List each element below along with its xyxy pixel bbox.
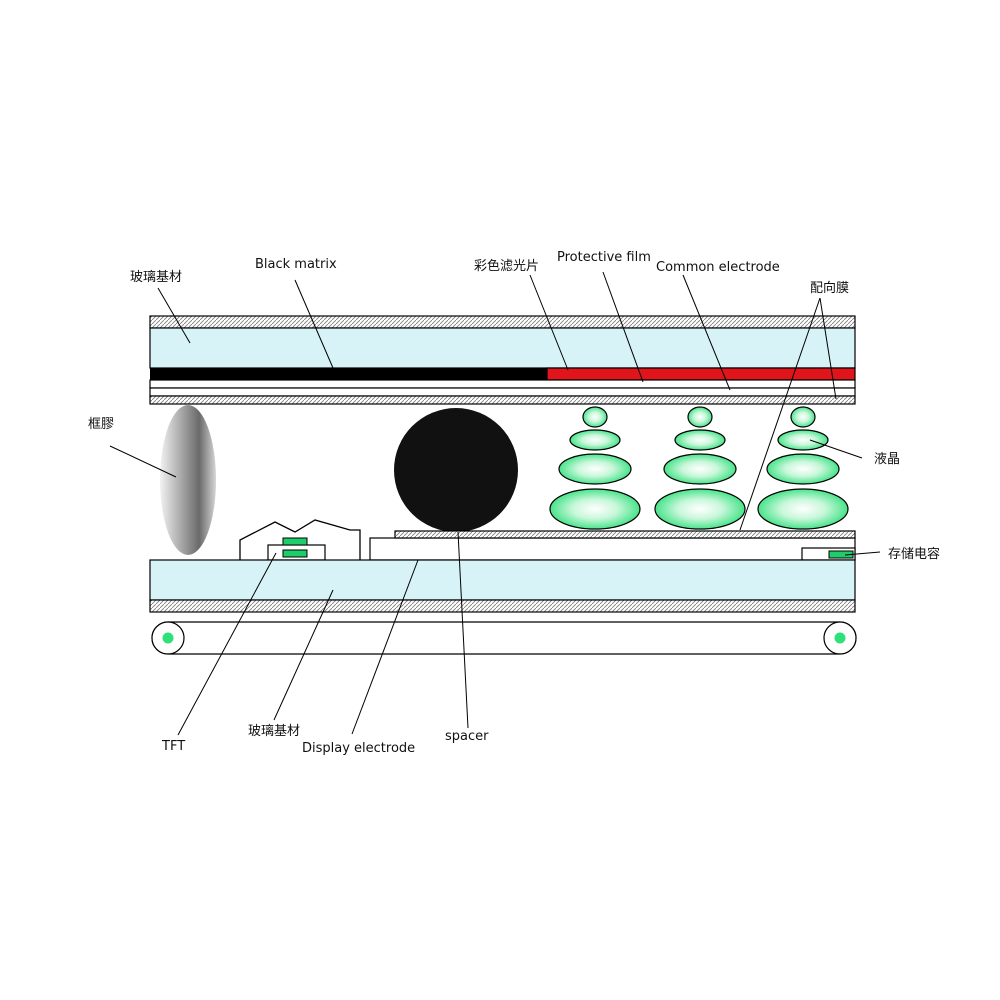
leader-lines bbox=[109, 271, 881, 736]
spacer-ball bbox=[394, 408, 518, 532]
bottom-glass-substrate bbox=[149, 559, 856, 601]
backlight-lamp-right bbox=[834, 632, 846, 644]
label-protective-film: Protective film bbox=[557, 250, 651, 265]
display-electrode-layer bbox=[369, 537, 856, 561]
label-display-electrode: Display electrode bbox=[302, 741, 415, 756]
label-glass-substrate-top: 玻璃基材 bbox=[130, 270, 182, 285]
common-electrode-layer bbox=[149, 387, 856, 397]
liquid-crystal-stack-3 bbox=[757, 406, 849, 530]
bottom-polarizer-hatch bbox=[149, 599, 856, 613]
top-substrate bbox=[149, 315, 856, 405]
top-alignment-film bbox=[149, 395, 856, 405]
top-glass-substrate bbox=[149, 327, 856, 369]
liquid-crystal-stack-1 bbox=[549, 406, 641, 530]
tft-element-bottom bbox=[282, 549, 308, 558]
top-polarizer-hatch bbox=[149, 315, 856, 329]
label-storage-capacitor: 存储电容 bbox=[888, 546, 940, 562]
label-black-matrix: Black matrix bbox=[255, 257, 337, 272]
bottom-alignment-film bbox=[394, 530, 856, 539]
protective-film-layer bbox=[149, 379, 856, 389]
backlight-lamp-left bbox=[162, 632, 174, 644]
bottom-substrate bbox=[149, 559, 856, 613]
label-color-filter: 彩色滤光片 bbox=[474, 258, 539, 274]
label-liquid-crystal: 液晶 bbox=[874, 452, 900, 467]
label-glass-substrate-bottom: 玻璃基材 bbox=[248, 724, 300, 739]
backlight-belt bbox=[151, 621, 857, 655]
label-tft: TFT bbox=[161, 739, 185, 754]
sealant-shape bbox=[160, 405, 216, 555]
label-alignment-film: 配向膜 bbox=[810, 280, 849, 296]
label-spacer: spacer bbox=[445, 729, 489, 744]
label-sealant: 框膠 bbox=[88, 417, 114, 432]
color-filter-layer bbox=[546, 367, 856, 381]
black-matrix-layer bbox=[150, 368, 547, 380]
label-common-electrode: Common electrode bbox=[656, 260, 780, 275]
tft-element-top bbox=[282, 537, 308, 546]
liquid-crystal-stack-2 bbox=[654, 406, 746, 530]
